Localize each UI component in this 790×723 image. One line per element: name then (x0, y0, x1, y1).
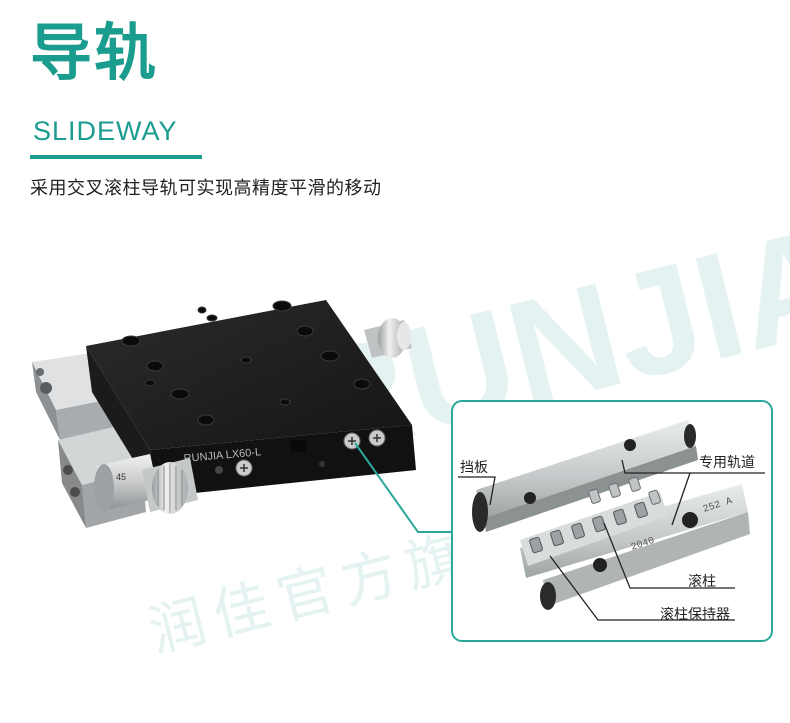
roller-cage (520, 492, 668, 566)
callout-dedicated-rail: 专用轨道 (699, 455, 755, 471)
front-screws (215, 429, 386, 477)
page-subtitle: SLIDEWAY (33, 116, 178, 146)
micrometer-head: 45 (94, 454, 198, 514)
page-title: 导轨 (30, 16, 159, 89)
right-lock-knob (364, 318, 412, 358)
upper-rollers (588, 476, 661, 505)
stage-top-plate (86, 300, 412, 450)
callout-roller-cage: 滚柱保持器 (660, 607, 730, 623)
feature-description: 采用交叉滚柱导轨可实现高精度平滑的移动 (30, 178, 382, 199)
subtitle-underline (30, 155, 202, 159)
xy-stage: RUNJIA LX60-L 45 (32, 300, 416, 528)
callout-stop-plate: 挡板 (460, 460, 488, 476)
callout-leaders (458, 459, 765, 621)
micrometer-number: 45 (116, 472, 126, 482)
callout-roller: 滚柱 (688, 574, 716, 590)
rollers (529, 501, 648, 554)
detail-connector (354, 442, 452, 533)
dedicated-rail-lower (520, 484, 748, 578)
cross-roller-guide-parts: 252 A 2040 (458, 420, 765, 621)
mounting-holes (121, 300, 371, 426)
